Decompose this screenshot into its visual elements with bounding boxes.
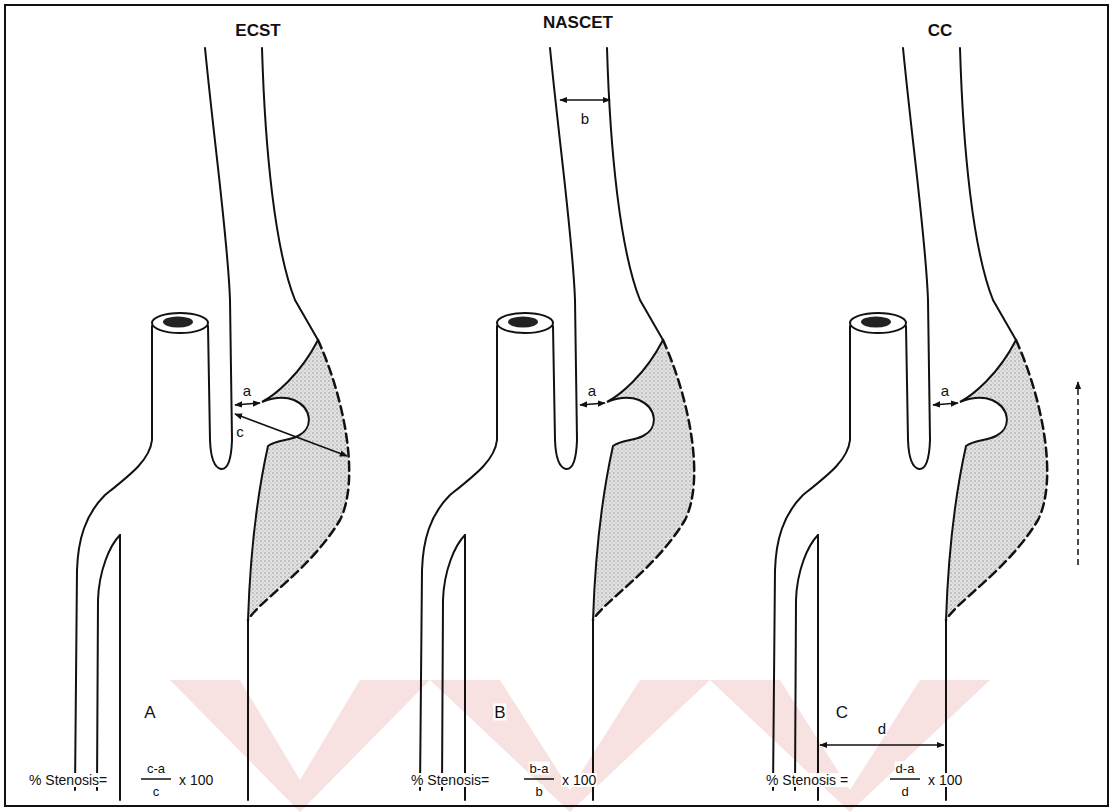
panel-title: NASCET [542, 14, 614, 31]
measure-label: a [242, 383, 252, 398]
measure-arrow [235, 403, 260, 405]
measure-label: a [587, 383, 597, 398]
measure-arrow [580, 403, 605, 405]
formula-text: x 100 [561, 773, 597, 787]
panel-letter: B [493, 704, 506, 721]
formula-denominator: c [152, 785, 161, 798]
measure-arrow [235, 414, 347, 456]
measure-arrow [933, 403, 958, 405]
fraction-bar [524, 778, 554, 780]
formula-numerator: d-a [895, 762, 916, 775]
panel-letter: C [835, 704, 849, 721]
formula-numerator: b-a [529, 762, 550, 775]
measure-label: b [580, 111, 590, 126]
measure-label: d [877, 721, 887, 736]
formula-text: % Stenosis= [410, 773, 490, 787]
fraction-bar [890, 778, 920, 780]
formula-text: % Stenosis = [765, 773, 849, 787]
formula-text: % Stenosis= [28, 773, 108, 787]
panel-letter: A [143, 704, 156, 721]
measure-arrow [820, 744, 944, 746]
measure-label: a [940, 383, 950, 398]
formula-denominator: d [900, 785, 909, 798]
frame [5, 5, 1108, 806]
formula-denominator: b [534, 785, 543, 798]
formula-text: x 100 [178, 773, 214, 787]
panel-title: CC [927, 22, 954, 39]
dashed-arrow [1077, 382, 1079, 565]
measure-arrow [560, 99, 610, 101]
formula-numerator: c-a [146, 762, 166, 775]
fraction-bar [141, 778, 171, 780]
measure-label: c [235, 424, 245, 439]
carotid-bifurcation [773, 48, 1047, 800]
watermark [170, 680, 990, 812]
panel-title: ECST [234, 22, 281, 39]
formula-text: x 100 [927, 773, 963, 787]
carotid-bifurcation [420, 48, 694, 800]
carotid-bifurcation [75, 48, 349, 800]
